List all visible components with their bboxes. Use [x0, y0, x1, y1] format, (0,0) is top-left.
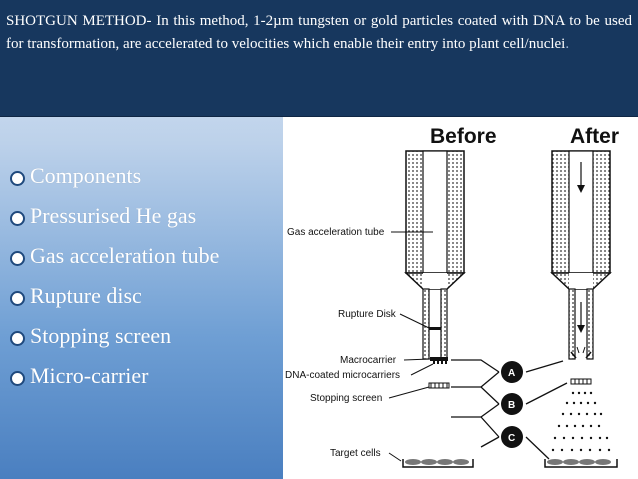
bullet-list: Components Pressurised He gas Gas accele…	[10, 156, 280, 396]
bullet-marker-icon	[10, 330, 25, 346]
bullet-marker-icon	[10, 370, 25, 386]
before-apparatus	[402, 150, 474, 468]
bullet-item: Pressurised He gas	[10, 196, 280, 236]
bullet-item: Rupture disc	[10, 276, 280, 316]
marker-a-icon: A	[508, 368, 515, 379]
after-apparatus	[544, 150, 618, 468]
header-bar: SHOTGUN METHOD- In this method, 1-2µm tu…	[0, 0, 638, 117]
label-gas-tube: Gas acceleration tube	[287, 227, 385, 238]
bullet-item: Components	[10, 156, 280, 196]
before-title: Before	[430, 125, 497, 148]
label-rupture-disk: Rupture Disk	[338, 309, 397, 320]
label-macrocarrier: Macrocarrier	[340, 355, 397, 366]
gene-gun-svg: Before After	[285, 125, 619, 468]
bullet-marker-icon	[10, 210, 25, 226]
label-stopping-screen: Stopping screen	[310, 393, 382, 404]
marker-c-icon: C	[508, 433, 515, 444]
label-target-cells: Target cells	[330, 448, 381, 459]
bullet-marker-icon	[10, 250, 25, 266]
bullet-marker-icon	[10, 290, 25, 306]
bullet-item: Stopping screen	[10, 316, 280, 356]
after-title: After	[570, 125, 619, 148]
header-text: SHOTGUN METHOD- In this method, 1-2µm tu…	[6, 13, 632, 52]
bullet-marker-icon	[10, 170, 25, 186]
bullet-item: Micro-carrier	[10, 356, 280, 396]
bullet-item: Gas acceleration tube	[10, 236, 280, 276]
gene-gun-diagram: Before After	[283, 117, 638, 479]
marker-b-icon: B	[508, 400, 515, 411]
label-microcarriers: DNA-coated microcarriers	[285, 370, 400, 381]
